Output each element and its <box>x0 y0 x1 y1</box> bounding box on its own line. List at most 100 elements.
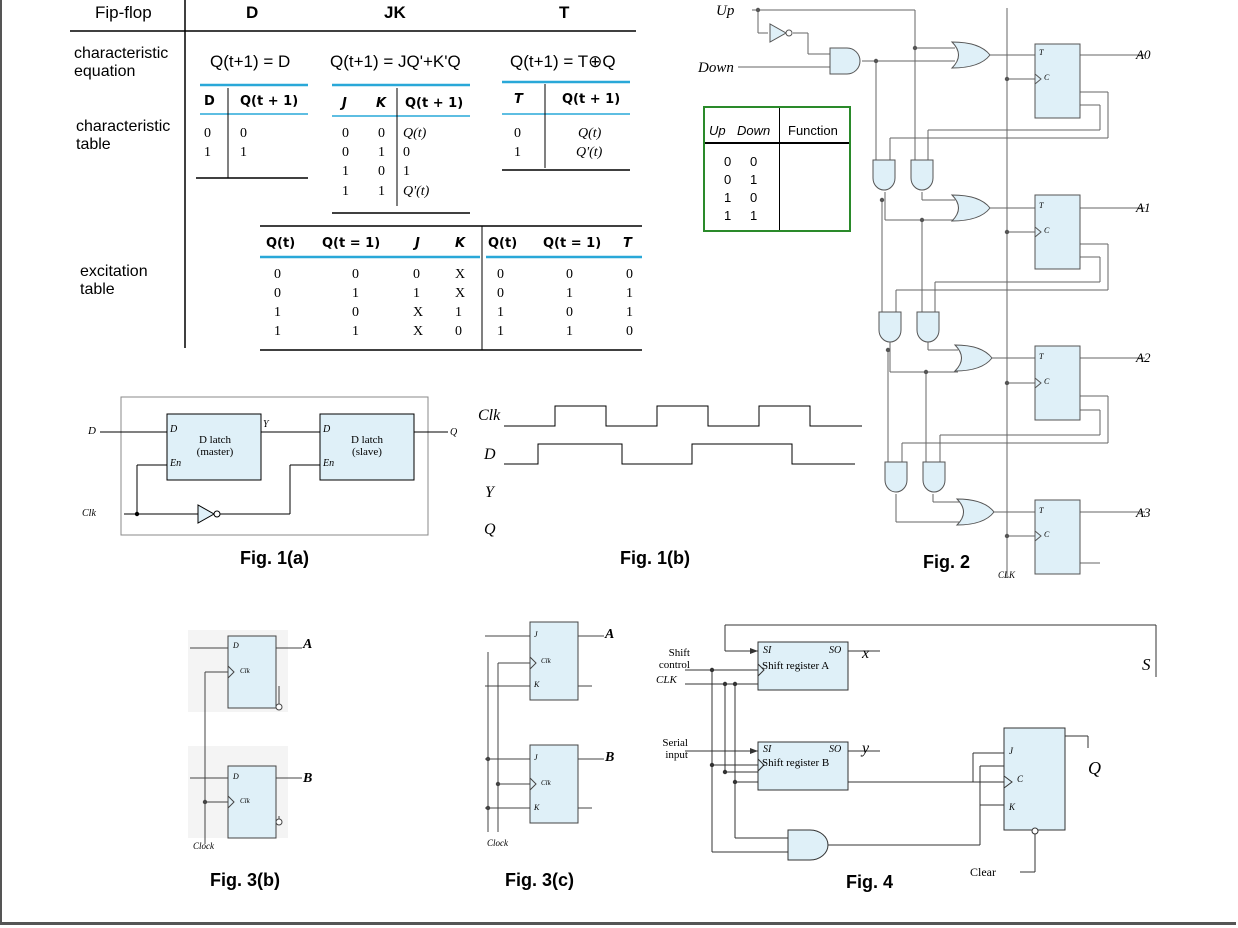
updown-cell: 0 <box>750 154 758 169</box>
flipflop-table-lines <box>70 0 642 351</box>
d-flipflop-b <box>227 765 277 839</box>
t-flipflop-a1 <box>1034 194 1081 270</box>
jk-char-cell: Q(t) <box>403 126 427 141</box>
and-gate <box>829 47 861 75</box>
master-latch <box>166 413 262 481</box>
jk-exc-header: J <box>415 236 420 251</box>
fig2-caption: Fig. 2 <box>923 552 971 572</box>
fig1b-signal-clk: Clk <box>478 407 501 424</box>
equation-d: Q(t+1) = D <box>210 52 291 71</box>
fig3b-output-b: B <box>303 771 313 786</box>
updown-cell: 1 <box>724 208 732 223</box>
fig4-diagram <box>685 624 1157 873</box>
jk-exc-cell: 0 <box>274 286 281 301</box>
header-t: T <box>559 3 570 22</box>
equation-t: Q(t+1) = T⊕Q <box>510 52 616 71</box>
fig1b-signal-q: Q <box>484 521 496 538</box>
fig1a-d-input: D <box>88 425 96 437</box>
t-exc-cell: 0 <box>566 305 573 320</box>
jk-exc-cell: 1 <box>274 305 281 320</box>
fig2-pin-c: C <box>1044 73 1050 82</box>
fig2-pin-c: C <box>1044 377 1050 386</box>
t-exc-cell: 1 <box>626 305 633 320</box>
label-excitation-table: excitation table <box>80 263 148 298</box>
updown-header-up: Up <box>709 123 726 138</box>
or-gate <box>953 344 993 372</box>
updown-cell: 0 <box>724 172 732 187</box>
jk-exc-cell: X <box>455 267 466 282</box>
jk-exc-cell: 1 <box>352 286 359 301</box>
and-gate <box>922 461 946 493</box>
fig4-output-y: y <box>862 740 870 757</box>
updown-cell: 1 <box>750 208 758 223</box>
t-exc-cell: 1 <box>626 286 633 301</box>
or-gate <box>950 41 991 69</box>
fig4-s-label: S <box>1142 655 1151 674</box>
jk-char-cell: 1 <box>342 164 349 179</box>
fig1a-clk-input: Clk <box>82 508 96 519</box>
fig2-down-input: Down <box>698 60 734 76</box>
fig4-pin-j: J <box>1009 746 1013 756</box>
fig3c-clock-label: Clock <box>487 838 508 848</box>
fig1a-q-output: Q <box>450 427 458 438</box>
master-pin-d: D <box>170 424 178 435</box>
fig4-q-output: Q <box>1088 758 1101 778</box>
jk-char-cell: Q'(t) <box>403 184 430 199</box>
d-char-cell: 0 <box>240 126 247 141</box>
header-d: D <box>246 3 259 22</box>
updown-cell: 0 <box>724 154 732 169</box>
fig3b-pin-d: D <box>233 641 239 650</box>
fig4-clear-label: Clear <box>970 865 996 879</box>
fig3c-output-b: B <box>605 750 615 765</box>
jk-exc-header: Q(t) <box>266 236 296 251</box>
jk-exc-cell: 1 <box>413 286 420 301</box>
fig2-output-a2: A2 <box>1136 350 1151 365</box>
t-char-cell: 1 <box>514 145 521 160</box>
jk-exc-cell: 1 <box>455 305 462 320</box>
fig2-clk-label: CLK <box>998 570 1016 580</box>
fig2-pin-t: T <box>1039 48 1044 57</box>
jk-exc-cell: 0 <box>274 267 281 282</box>
fig2-up-input: Up <box>716 3 735 19</box>
reg-b-label: Shift register B <box>762 757 830 769</box>
and-gate <box>910 159 934 191</box>
reg-a-so: SO <box>829 645 842 656</box>
fig1b-signal-d: D <box>484 446 496 463</box>
fig2-counter-circuit <box>738 7 1145 578</box>
t-exc-cell: 0 <box>626 267 633 282</box>
fig3b-caption: Fig. 3(b) <box>210 870 280 890</box>
jk-exc-cell: X <box>413 305 424 320</box>
fig3b-clock-label: Clock <box>193 841 214 851</box>
jk-char-header: J <box>342 96 347 111</box>
shift-register-a <box>757 641 849 691</box>
jk-exc-cell: 0 <box>352 267 359 282</box>
fig4-pin-c: C <box>1017 774 1024 784</box>
jk-exc-header: Q(t = 1) <box>322 236 381 251</box>
fig1a-diagram <box>100 396 448 536</box>
fig4-pin-k: K <box>1009 802 1016 812</box>
fig1a-caption: Fig. 1(a) <box>240 548 310 568</box>
reg-a-label: Shift register A <box>762 660 830 672</box>
t-flipflop-a3 <box>1034 499 1081 575</box>
clk-waveform <box>504 405 862 427</box>
fig1a-y-label: Y <box>263 419 269 430</box>
d-char-cell: 1 <box>204 145 211 160</box>
fig3c-pin-j: J <box>534 630 538 639</box>
d-char-header: Q(t + 1) <box>240 94 299 109</box>
reg-b-so: SO <box>829 744 842 755</box>
updown-header-down: Down <box>737 123 771 138</box>
jk-char-cell: 0 <box>378 126 385 141</box>
or-gate <box>950 194 991 222</box>
fig1b-waveforms <box>504 405 862 465</box>
jk-char-header: K <box>376 96 387 111</box>
label-characteristic-table: characteristic table <box>76 118 171 153</box>
fig3b-pin-clk: Clk <box>240 797 250 805</box>
updown-cell: 1 <box>724 190 732 205</box>
fig4-clk-label: CLK <box>656 674 677 686</box>
fig3c-pin-k: K <box>534 803 540 812</box>
jk-exc-cell: 1 <box>274 324 281 339</box>
t-exc-cell: 1 <box>497 305 504 320</box>
t-exc-header: Q(t = 1) <box>543 236 602 251</box>
header-jk: JK <box>384 3 406 22</box>
